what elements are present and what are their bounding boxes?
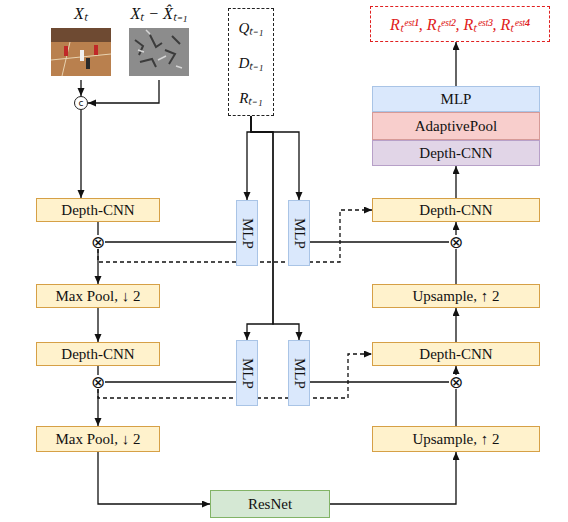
node-text: Depth-CNN bbox=[419, 202, 492, 219]
node-text: Dₜ₋₁ bbox=[238, 52, 263, 72]
mlp-box: MLP bbox=[372, 86, 540, 112]
node-text: MLP bbox=[291, 358, 308, 389]
node-text: Depth-CNN bbox=[419, 346, 492, 363]
state-box: Qₜ₋₁ Dₜ₋₁ Rₜ₋₁ bbox=[228, 8, 274, 116]
cnn-box: Depth-CNN bbox=[36, 342, 160, 366]
node-text: ⊗ bbox=[449, 234, 463, 251]
multiply-op: ⊗ bbox=[91, 375, 105, 389]
flow-arrow bbox=[105, 381, 236, 382]
resnet-box: ResNet bbox=[210, 490, 330, 518]
cnn-box: Depth-CNN bbox=[372, 342, 540, 366]
node-text: Max Pool, ↓ 2 bbox=[55, 288, 140, 305]
cnn-box: Depth-CNN bbox=[36, 198, 160, 222]
flow-arrow bbox=[310, 381, 449, 382]
cnn-box: Depth-CNN bbox=[372, 198, 540, 222]
frame-picture bbox=[51, 28, 111, 76]
node-text: ResNet bbox=[248, 496, 292, 513]
flow-arrow bbox=[455, 308, 456, 342]
mlp-box: MLP bbox=[288, 340, 310, 406]
residual-picture bbox=[129, 28, 189, 76]
flow-arrow bbox=[455, 389, 456, 426]
flow-arrow bbox=[105, 241, 236, 242]
flow-arrow bbox=[310, 241, 449, 242]
node-text: ⊗ bbox=[449, 374, 463, 391]
node-text: Upsample, ↑ 2 bbox=[412, 431, 499, 448]
node-text: Rₜᵉˢᵗ¹, Rₜᵉˢᵗ², Rₜᵉˢᵗ³, Rₜᵉˢᵗ⁴ bbox=[390, 13, 530, 35]
flow-arrow bbox=[455, 166, 456, 198]
node-text: Xₜ bbox=[74, 2, 88, 24]
flow-arrow bbox=[98, 452, 210, 504]
cnn-box: Depth-CNN bbox=[372, 140, 540, 166]
node-text: Depth-CNN bbox=[61, 202, 134, 219]
node-text: Upsample, ↑ 2 bbox=[412, 288, 499, 305]
flow-arrow bbox=[455, 249, 456, 284]
flow-arrow bbox=[97, 249, 98, 284]
node-text: ⊗ bbox=[91, 374, 105, 391]
node-text: MLP bbox=[441, 91, 472, 108]
flow-arrow bbox=[97, 389, 98, 426]
flow-arrow bbox=[330, 452, 456, 504]
flow-arrow bbox=[80, 110, 81, 198]
node-text: MLP bbox=[291, 218, 308, 249]
flow-arrow bbox=[251, 116, 299, 200]
node-text: Rₜ₋₁ bbox=[239, 87, 262, 107]
pool-box: AdaptivePool bbox=[372, 112, 540, 140]
node-text: ⊗ bbox=[91, 234, 105, 251]
multiply-op: ⊗ bbox=[449, 235, 463, 249]
upsample-box: Upsample, ↑ 2 bbox=[372, 426, 540, 452]
node-text: Depth-CNN bbox=[61, 346, 134, 363]
node-text: c bbox=[79, 99, 84, 108]
input-image: Xₜ − X̂ₜ₋₁ bbox=[114, 2, 204, 80]
pool-box: Max Pool, ↓ 2 bbox=[36, 426, 160, 452]
multiply-op: ⊗ bbox=[449, 375, 463, 389]
flow-arrow bbox=[80, 80, 81, 96]
node-text: Depth-CNN bbox=[419, 145, 492, 162]
mlp-box: MLP bbox=[236, 340, 258, 406]
node-text: Qₜ₋₁ bbox=[238, 17, 263, 37]
multiply-op: ⊗ bbox=[91, 235, 105, 249]
input-image: Xₜ bbox=[43, 2, 119, 80]
node-text: MLP bbox=[239, 358, 256, 389]
flow-arrow bbox=[97, 308, 98, 342]
output-box: Rₜᵉˢᵗ¹, Rₜᵉˢᵗ², Rₜᵉˢᵗ³, Rₜᵉˢᵗ⁴ bbox=[370, 6, 550, 42]
node-text: AdaptivePool bbox=[415, 118, 498, 135]
upsample-box: Upsample, ↑ 2 bbox=[372, 284, 540, 308]
mlp-box: MLP bbox=[236, 200, 258, 266]
flow-arrow bbox=[455, 42, 456, 86]
node-text: Xₜ − X̂ₜ₋₁ bbox=[131, 2, 188, 24]
node-text: MLP bbox=[239, 218, 256, 249]
pool-box: Max Pool, ↓ 2 bbox=[36, 284, 160, 308]
flow-arrow bbox=[88, 80, 159, 103]
mlp-box: MLP bbox=[288, 200, 310, 266]
node-text: Max Pool, ↓ 2 bbox=[55, 431, 140, 448]
concat-circle: c bbox=[74, 96, 88, 110]
